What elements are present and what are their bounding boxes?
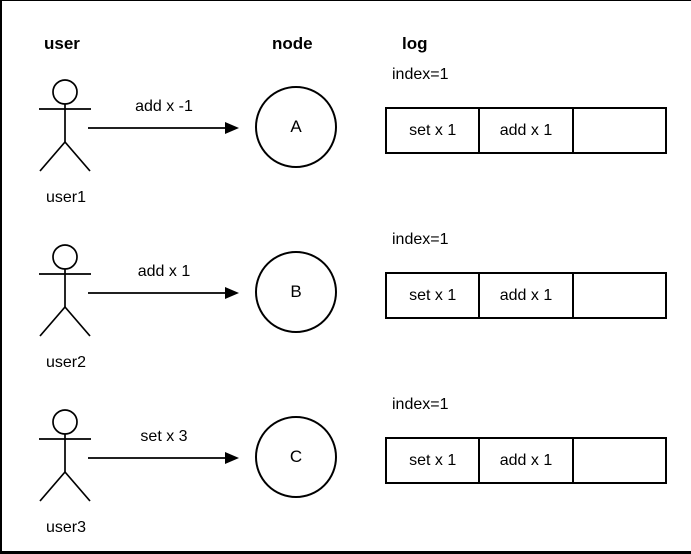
log-cell-empty [574,274,665,317]
log-table: set x 1 add x 1 [385,272,667,319]
user-name-label: user1 [45,189,87,206]
node-letter: A [290,117,302,136]
log-cell: add x 1 [480,274,574,317]
message-arrow-icon [88,452,239,464]
log-cell: set x 1 [387,439,481,482]
user-actor-icon [39,409,91,502]
log-cell-empty [574,109,665,152]
log-index-label: index=1 [392,66,449,83]
message-label: set x 3 [140,428,188,445]
log-cell: set x 1 [387,109,481,152]
node-letter: C [289,447,303,466]
user-actor-icon [39,244,91,337]
column-header-user: user [44,34,80,53]
log-index-label: index=1 [392,396,449,413]
column-header-node: node [272,34,313,53]
log-table: set x 1 add x 1 [385,107,667,154]
user-name-label: user3 [45,519,87,536]
message-arrow-icon [88,287,239,299]
node-letter: B [290,282,302,301]
log-index-label: index=1 [392,231,449,248]
user-actor-icon [39,79,91,172]
message-label: add x -1 [135,98,193,115]
message-arrow-icon [88,122,239,134]
node-circle: C [255,416,337,498]
interaction-row-user1: user1 add x -1 A index=1 set x 1 add x 1 [2,61,691,226]
message-label: add x 1 [137,263,191,280]
log-cell-empty [574,439,665,482]
log-cell: add x 1 [480,439,574,482]
node-circle: B [255,251,337,333]
log-table: set x 1 add x 1 [385,437,667,484]
node-circle: A [255,86,337,168]
column-header-log: log [402,34,428,53]
log-cell: set x 1 [387,274,481,317]
interaction-row-user2: user2 add x 1 B index=1 set x 1 add x 1 [2,226,691,391]
interaction-row-user3: user3 set x 3 C index=1 set x 1 add x 1 [2,391,691,551]
log-cell: add x 1 [480,109,574,152]
user-name-label: user2 [45,354,87,371]
